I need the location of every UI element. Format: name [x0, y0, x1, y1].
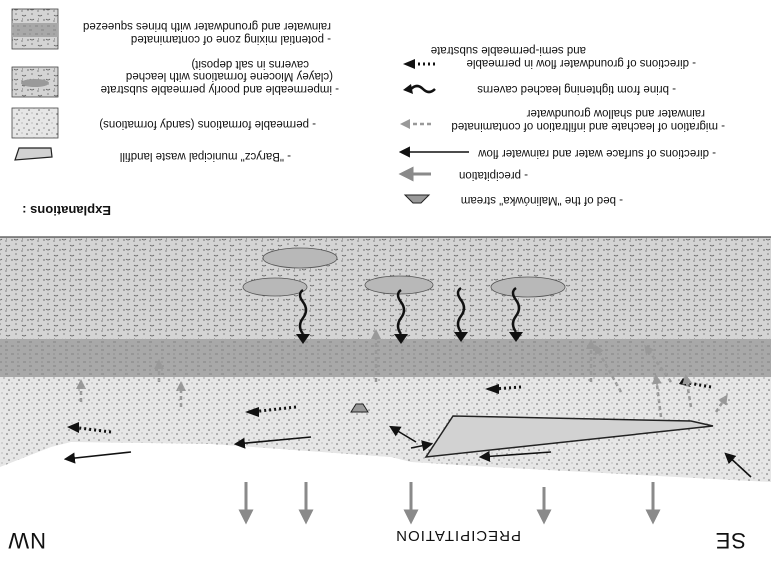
- legend-item-precip: - precipitation: [458, 169, 528, 181]
- legend-item-groundwater-line2: and semi-permeable substrate: [430, 44, 586, 57]
- legend-item-impermeable-line3: caverns in salt deposit): [191, 57, 309, 70]
- permeable-layer-right: [0, 377, 391, 467]
- legend-item-landfill: - "Barycz" municipal waste landfill: [119, 150, 291, 162]
- trapezoid-icon: [403, 194, 431, 204]
- legend-title: Explanations :: [22, 203, 111, 218]
- leachate-migration-arrows: [76, 329, 728, 418]
- mixing-zone-layer: [0, 339, 771, 377]
- legend-item-migration: - migration of leachate and infiltration…: [451, 107, 725, 132]
- legend-item-impermeable-line1: - impermeable and poorly permeable subst…: [100, 83, 339, 95]
- legend-item-impermeable: - impermeable and poorly permeable subst…: [101, 57, 339, 95]
- legend-item-mixing-line2: rainwater and groundwater with brines sq…: [82, 20, 331, 33]
- legend-item-migration-line2: rainwater and shallow groundwater: [526, 107, 705, 120]
- surface-sand-layer: [0, 442, 771, 572]
- cavern: [490, 276, 566, 298]
- landfill-body: [424, 415, 714, 458]
- brine-flow-arrows: [298, 286, 521, 335]
- sand-swatch-icon: [11, 107, 59, 139]
- precipitation-label: PRECIPITATION: [395, 527, 521, 544]
- legend-item-mixing-line1: - potential mixing zone of contaminated: [130, 33, 331, 45]
- legend-item-permeable: - permeable formations (sandy formations…: [99, 118, 316, 130]
- legend-item-groundwater: - directions of groundwater flow in perm…: [431, 44, 696, 69]
- precipitation-arrows: [238, 482, 661, 525]
- polygon-icon: [14, 147, 53, 161]
- wavy-arrow-icon: [410, 84, 436, 94]
- legend: [11, 8, 469, 204]
- legend-item-mixing: - potential mixing zone of contaminated …: [83, 20, 331, 45]
- mixing-swatch-icon: [11, 8, 59, 50]
- legend-item-brine: - brine from tightening leached caverns: [477, 83, 676, 95]
- legend-item-bed: - bed of the "Malinówka" stream: [460, 194, 623, 206]
- clay-swatch-icon: [11, 66, 59, 98]
- stream-bed: [350, 403, 369, 413]
- surface-flow-arrows: [63, 425, 752, 478]
- legend-item-surface: - directions of surface water and rainwa…: [478, 147, 716, 159]
- legend-item-groundwater-line1: - directions of groundwater flow in perm…: [466, 57, 696, 69]
- legend-item-migration-line1: - migration of leachate and infiltration…: [451, 120, 725, 132]
- cavern: [262, 247, 338, 269]
- compass-nw-label: NW: [7, 528, 46, 553]
- cavern: [242, 277, 308, 297]
- groundwater-flow-arrows: [70, 380, 712, 434]
- legend-item-impermeable-line2: (clayey Miocene formations with leached: [125, 70, 333, 83]
- compass-se-label: SE: [714, 528, 746, 553]
